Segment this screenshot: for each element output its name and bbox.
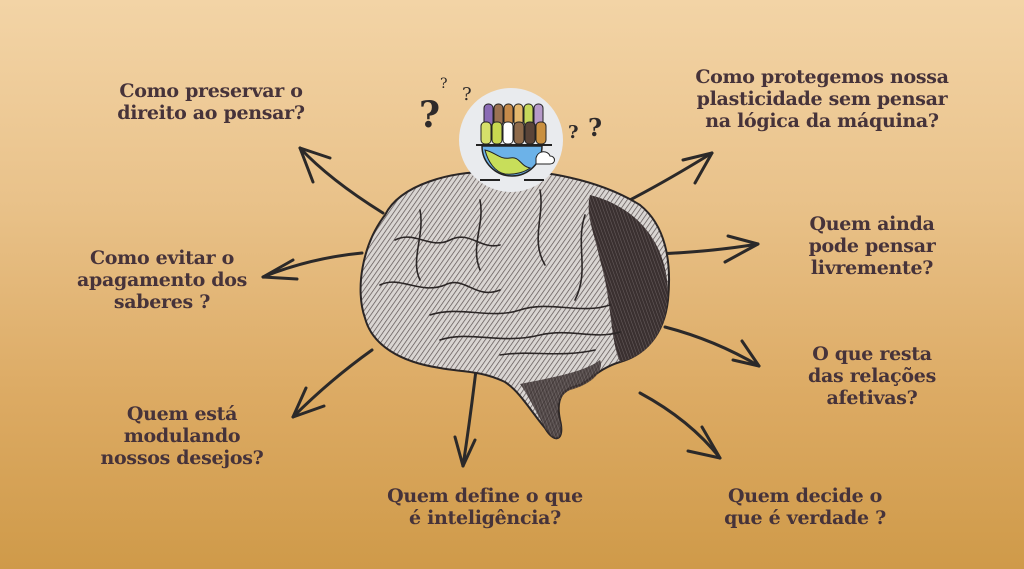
question-afetivas: O que resta das relações afetivas? xyxy=(808,343,936,409)
arrow-plasticidade xyxy=(618,151,714,207)
arrow-afetivas xyxy=(663,325,761,368)
arrow-apagamento xyxy=(261,251,364,281)
question-mark-icon: ? xyxy=(440,76,448,92)
arrows xyxy=(261,146,761,468)
arrow-desejos xyxy=(291,348,374,419)
question-mark-icon: ? xyxy=(462,84,472,105)
people-on-globe-icon xyxy=(476,103,555,181)
question-verdade: Quem decide o que é verdade ? xyxy=(724,485,886,529)
arrow-inteligencia xyxy=(453,368,478,468)
arrow-verdade xyxy=(638,391,722,460)
question-desejos: Quem está modulando nossos desejos? xyxy=(100,403,264,469)
question-preservar: Como preservar o direito ao pensar? xyxy=(117,80,305,124)
arrow-livremente xyxy=(653,234,760,264)
question-mark-icon: ? xyxy=(568,122,579,143)
brain-illustration xyxy=(359,170,671,440)
question-plasticidade: Como protegemos nossa plasticidade sem p… xyxy=(695,66,949,132)
question-mark-icon: ? xyxy=(419,94,441,136)
question-mark-icon: ? xyxy=(588,113,603,142)
question-inteligencia: Quem define o que é inteligência? xyxy=(387,485,583,529)
arrow-preservar xyxy=(298,146,385,215)
question-apagamento: Como evitar o apagamento dos saberes ? xyxy=(76,247,248,313)
question-livremente: Quem ainda pode pensar livremente? xyxy=(808,213,936,279)
center-badge xyxy=(459,88,563,192)
